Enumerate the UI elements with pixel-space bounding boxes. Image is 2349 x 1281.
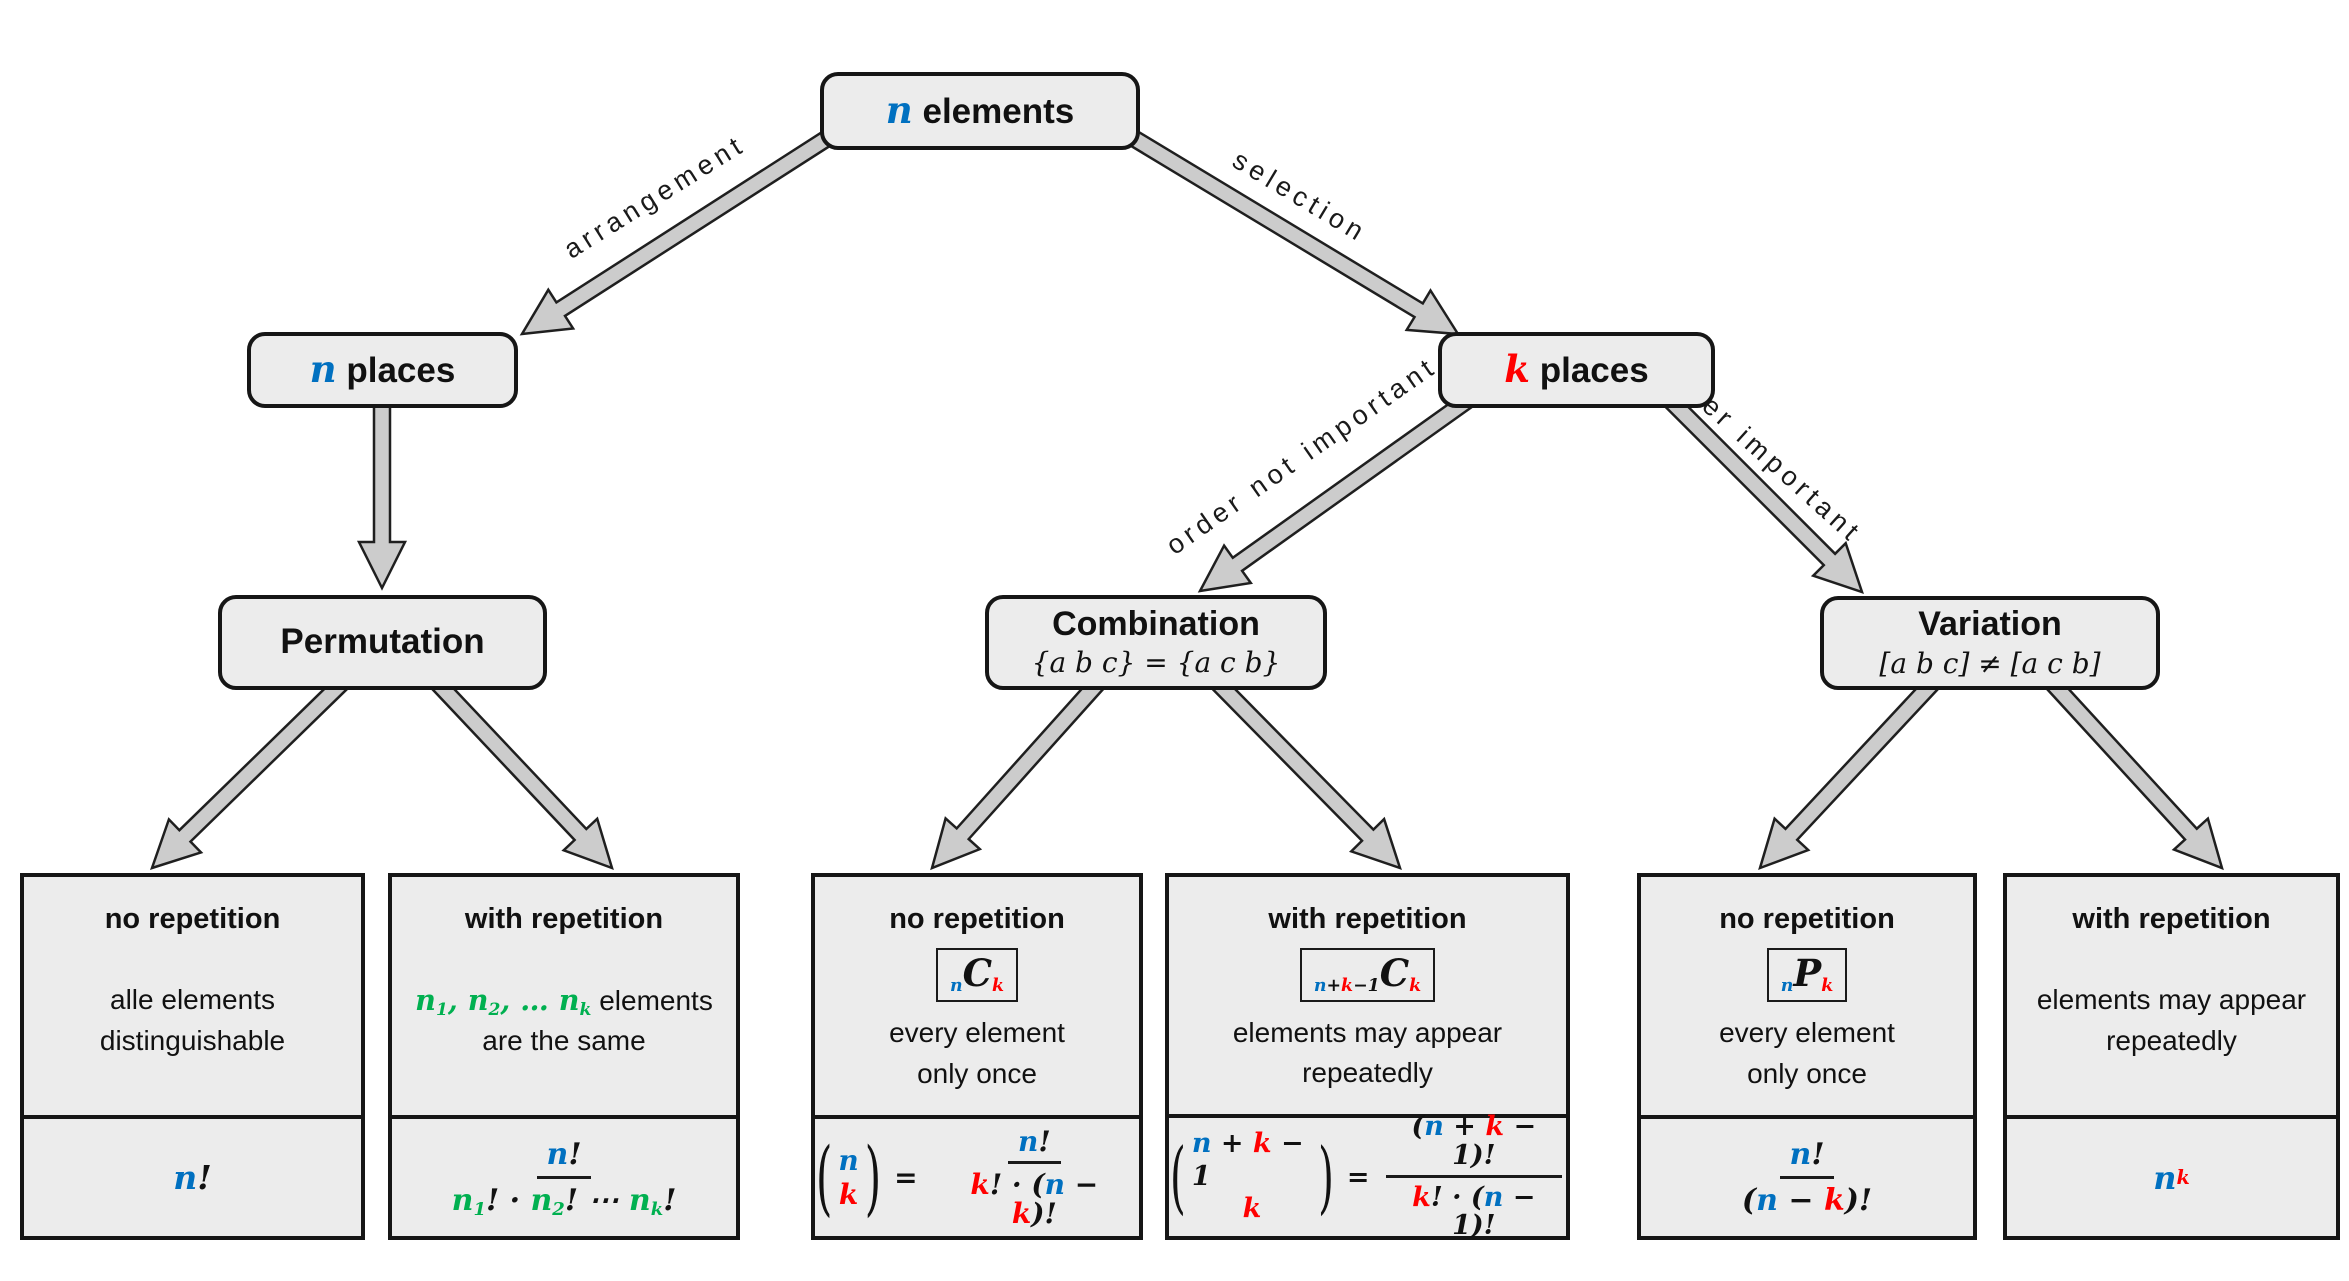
node-n-elements-label: n elements bbox=[885, 88, 1075, 133]
tree-arrow bbox=[356, 398, 408, 591]
tree-arrow bbox=[930, 667, 1113, 871]
tree-arrow bbox=[422, 667, 614, 871]
node-permutation: Permutation bbox=[218, 595, 547, 690]
node-n-places-label: n places bbox=[309, 347, 456, 392]
tree-arrow bbox=[1114, 121, 1461, 336]
notation-badge-n+k-1Ck: n+k−1Ck bbox=[1299, 948, 1436, 1003]
leaf-formula-section: n!(n − k)! bbox=[1641, 1115, 1973, 1236]
leaf-description-section: with repetition n+k−1Ck elements may app… bbox=[1169, 877, 1566, 1114]
leaf-title: no repetition bbox=[104, 903, 281, 935]
tree-arrow bbox=[1758, 667, 1948, 871]
tree-arrow bbox=[519, 121, 847, 336]
notation-badge-nCk: nCk bbox=[935, 948, 1019, 1003]
node-variation-title: Variation bbox=[1918, 605, 2062, 644]
leaf-title: with repetition bbox=[1268, 903, 1467, 935]
node-k-places: k places bbox=[1438, 332, 1715, 408]
notation-badge-nPk: nPk bbox=[1766, 948, 1848, 1003]
formula-multiset-permutation: n!n1! · n2! ⋯ nk! bbox=[451, 1137, 677, 1220]
node-combination: Combination {a b c} = {a c b} bbox=[985, 595, 1327, 690]
tree-arrow bbox=[149, 667, 358, 870]
tree-arrow bbox=[2037, 667, 2224, 871]
leaf-title: with repetition bbox=[464, 903, 664, 935]
tree-arrow bbox=[1197, 386, 1482, 593]
node-combination-subtitle: {a b c} = {a c b} bbox=[1031, 646, 1281, 680]
leaf-title: no repetition bbox=[889, 903, 1065, 935]
node-variation: Variation [a b c] ≠ [a c b] bbox=[1820, 596, 2160, 690]
node-variation-subtitle: [a b c] ≠ [a c b] bbox=[1879, 646, 2101, 680]
formula-n-factorial: n! bbox=[173, 1158, 212, 1198]
leaf-combination-with-repetition: with repetition n+k−1Ck elements may app… bbox=[1165, 873, 1570, 1240]
tree-arrow bbox=[1647, 377, 1864, 594]
node-combination-title: Combination bbox=[1052, 604, 1260, 643]
leaf-formula-section: n! bbox=[24, 1115, 361, 1236]
node-k-places-label: k places bbox=[1504, 347, 1649, 392]
leaf-title: no repetition bbox=[1719, 903, 1895, 935]
leaf-formula-section: n!n1! · n2! ⋯ nk! bbox=[392, 1115, 736, 1236]
leaf-title: with repetition bbox=[2072, 903, 2271, 935]
node-n-places: n places bbox=[247, 332, 518, 408]
node-n-elements: n elements bbox=[820, 72, 1140, 150]
formula-falling-factorial: n!(n − k)! bbox=[1741, 1137, 1873, 1218]
node-permutation-title: Permutation bbox=[280, 622, 485, 662]
tree-arrow bbox=[1202, 667, 1402, 870]
